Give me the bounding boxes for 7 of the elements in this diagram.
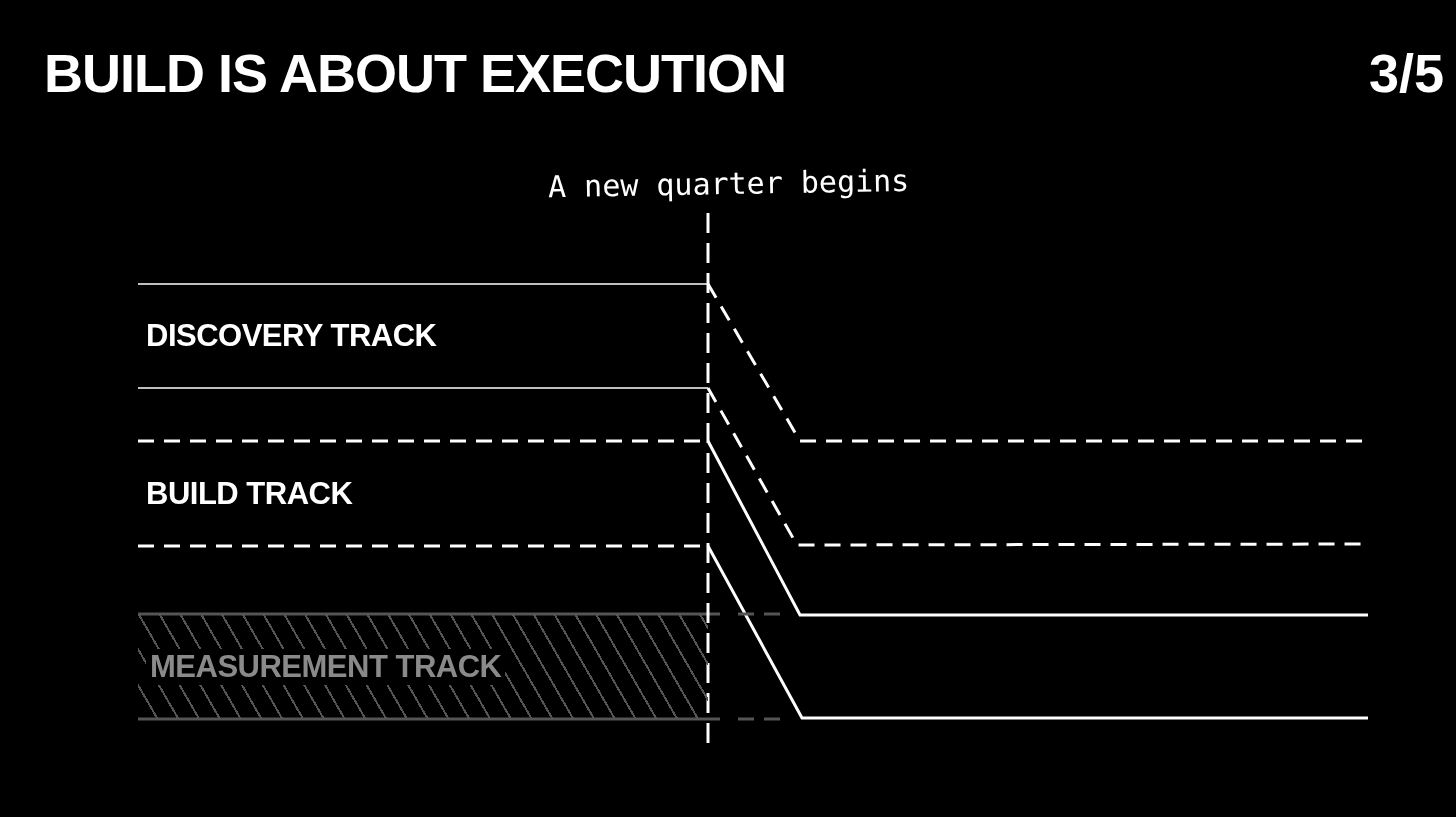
measurement-band <box>138 614 708 719</box>
page-number: 3/5 <box>1368 42 1444 104</box>
handwritten-note: A new quarter begins <box>547 162 910 205</box>
track-label: DISCOVERY TRACK <box>146 318 437 354</box>
track-label: MEASUREMENT TRACK <box>146 648 506 685</box>
slide-title: BUILD IS ABOUT EXECUTION <box>44 42 787 104</box>
track-label: BUILD TRACK <box>146 475 353 512</box>
